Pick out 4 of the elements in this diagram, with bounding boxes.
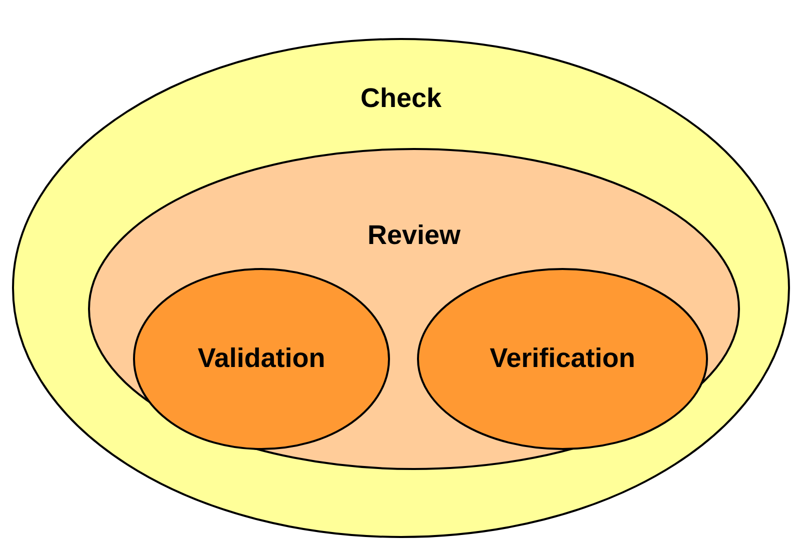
region-label: Review xyxy=(367,220,461,251)
region-label: Validation xyxy=(198,343,326,374)
region-label: Check xyxy=(360,83,442,114)
region-label: Verification xyxy=(490,343,636,374)
